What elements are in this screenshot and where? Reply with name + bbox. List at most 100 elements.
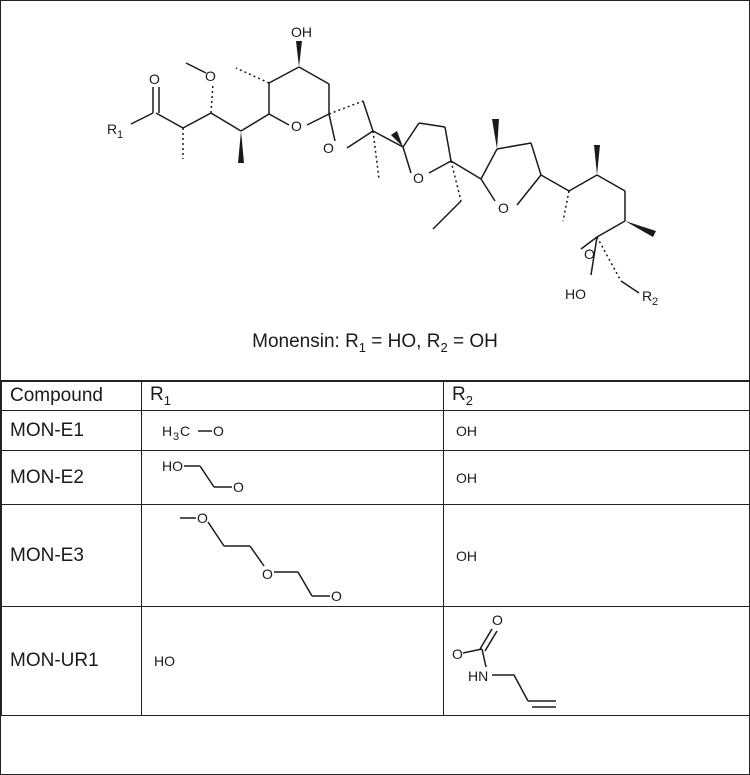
wedge-bond xyxy=(391,131,403,147)
table-row: MON-UR1 HO O O HN xyxy=(1,606,750,716)
atom-ho: HO xyxy=(154,653,175,669)
r1-cell: HO xyxy=(141,606,444,716)
bond xyxy=(496,142,532,150)
r1-cell: O O O xyxy=(141,504,444,607)
bond xyxy=(462,648,483,654)
caption-mid: = HO, R xyxy=(366,331,441,352)
bond xyxy=(249,545,265,566)
atom-o-ester: O xyxy=(452,646,463,662)
bond xyxy=(596,220,626,238)
r2-cell: OH xyxy=(443,504,750,607)
bond xyxy=(480,148,498,180)
bond xyxy=(240,113,270,132)
bond xyxy=(402,122,420,148)
header-compound: Compound xyxy=(1,381,142,411)
bond xyxy=(580,236,598,250)
header-r2-sub: 2 xyxy=(465,392,473,408)
atom-methoxy-o: O xyxy=(205,68,216,84)
bond xyxy=(480,178,496,202)
atom-o-carbonyl: O xyxy=(492,612,503,628)
caption-r1-sub: 1 xyxy=(358,339,367,355)
atom-r2-sub: 2 xyxy=(652,296,658,308)
bond xyxy=(568,174,598,192)
caption-r2-sub: 2 xyxy=(440,339,448,355)
bond xyxy=(372,130,404,148)
bond xyxy=(235,67,270,84)
atom-oh: OH xyxy=(456,548,477,564)
r2-structure: OH xyxy=(456,423,477,439)
compound-name: MON-UR1 xyxy=(1,606,142,716)
bond xyxy=(182,112,212,129)
bond xyxy=(479,628,493,650)
r2-cell: OH xyxy=(443,450,750,505)
bond xyxy=(481,648,487,668)
header-r1-sub: 1 xyxy=(163,392,171,408)
bond xyxy=(530,142,542,176)
wedge-bond xyxy=(238,131,244,163)
bond xyxy=(210,112,242,132)
bond xyxy=(432,200,462,230)
atom-h-sub: 3 xyxy=(173,431,179,443)
r1-structure: O O O xyxy=(180,510,342,604)
atom-ho: HO xyxy=(162,458,183,474)
bond xyxy=(185,62,207,74)
atom-o: O xyxy=(197,510,208,526)
wedge-bond xyxy=(296,41,302,67)
bond xyxy=(328,100,364,115)
compound-name: MON-E3 xyxy=(1,504,142,607)
monensin-structure: OH O O R 1 O O O O O HO R 2 xyxy=(107,24,658,308)
r2-structure: O O HN xyxy=(452,612,556,708)
substituent-table: Compound R1 R2 MON-E1 H 3 C O OH xyxy=(1,381,750,716)
wedge-bond xyxy=(625,221,656,237)
bond xyxy=(297,571,313,596)
header-r2: R2 xyxy=(443,381,750,411)
atom-oh: OH xyxy=(456,423,477,439)
caption-name: Monensin: R xyxy=(252,331,359,352)
bond xyxy=(298,66,330,85)
bond xyxy=(596,236,622,282)
r2-structure: OH xyxy=(456,470,477,486)
atom-ketone-o: O xyxy=(149,71,160,87)
wedge-bond xyxy=(492,119,499,149)
bond xyxy=(306,113,330,126)
atom-o: O xyxy=(213,423,224,439)
atom-hn: HN xyxy=(468,668,488,684)
atom-ring-o: O xyxy=(323,140,334,156)
wedge-bond xyxy=(594,145,600,175)
bond xyxy=(428,160,452,174)
atom-ring-o: O xyxy=(498,200,509,216)
compound-name: MON-E1 xyxy=(1,410,142,451)
bond xyxy=(590,236,598,276)
atom-r1-sub: 1 xyxy=(117,129,123,141)
bond xyxy=(268,113,290,126)
atom-h: H xyxy=(162,423,172,439)
header-r1-label: R xyxy=(150,384,164,406)
bond xyxy=(444,126,452,162)
header-r2-label: R xyxy=(452,384,466,406)
structure-panel: OH O O R 1 O O O O O HO R 2 Monensin: R1… xyxy=(1,1,749,381)
atom-ring-o: O xyxy=(413,170,424,186)
atom-o: O xyxy=(233,479,244,495)
r1-structure: HO xyxy=(154,653,175,669)
bond xyxy=(596,174,626,192)
r2-cell: OH xyxy=(443,410,750,451)
bond xyxy=(328,113,336,142)
table-row: MON-E2 HO O OH xyxy=(1,450,750,505)
atom-c: C xyxy=(180,423,190,439)
bond xyxy=(346,130,374,149)
r2-structure: OH xyxy=(456,548,477,564)
table-row: MON-E3 O O O OH xyxy=(1,504,750,607)
bond xyxy=(418,122,446,128)
r1-structure: H 3 C O xyxy=(162,423,224,443)
r1-structure: HO O xyxy=(162,458,244,495)
bond xyxy=(620,280,640,294)
atom-r2: R xyxy=(642,288,652,304)
structure-caption: Monensin: R1 = HO, R2 = OH xyxy=(1,331,749,355)
bond xyxy=(130,112,154,125)
bond xyxy=(199,465,215,487)
atom-r1: R xyxy=(107,121,117,137)
bond xyxy=(450,160,482,180)
bond xyxy=(516,174,542,206)
bond xyxy=(513,674,529,702)
